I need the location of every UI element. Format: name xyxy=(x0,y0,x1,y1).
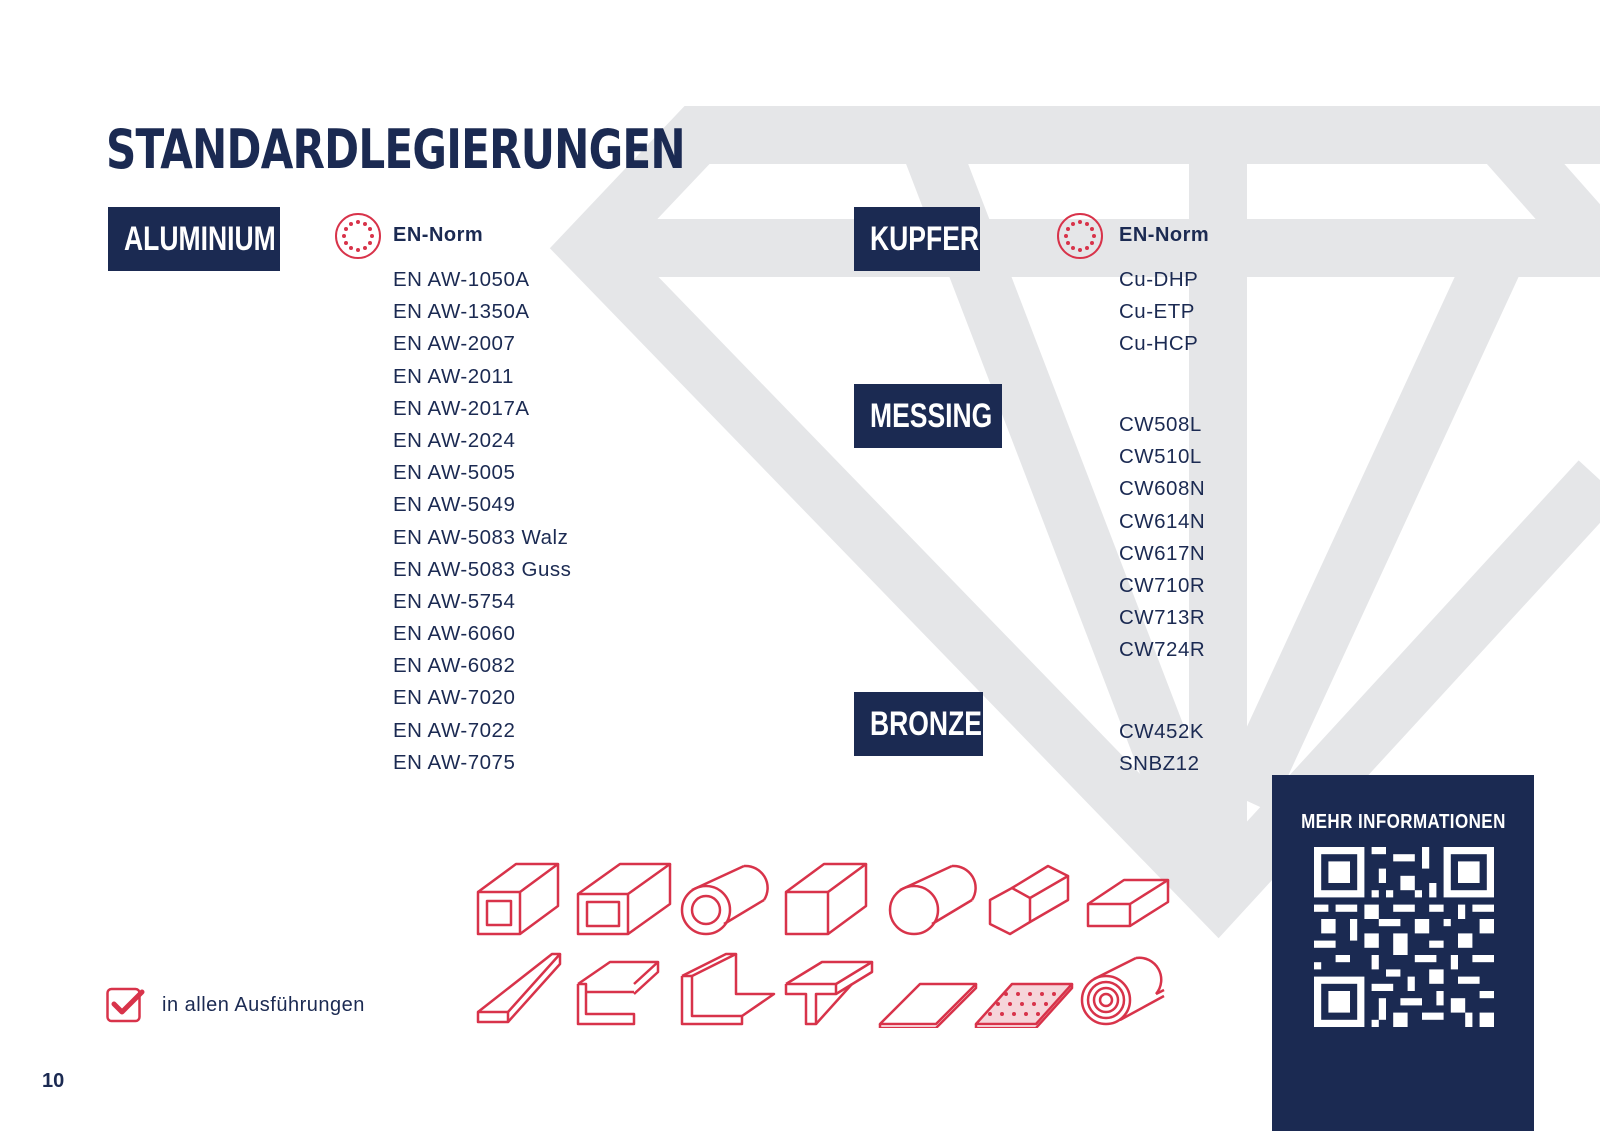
list-item: CW713R xyxy=(1119,606,1206,630)
list-item: Cu-DHP xyxy=(1119,268,1199,291)
list-item: CW724R xyxy=(1119,638,1206,662)
kupfer-norm-label: EN-Norm xyxy=(1119,224,1210,246)
t-profile-icon xyxy=(784,960,874,1026)
eu-stars-icon xyxy=(1057,213,1103,259)
page-number: 10 xyxy=(42,1070,65,1092)
list-item: EN AW-7022 xyxy=(393,718,516,742)
perforated-sheet-icon xyxy=(974,982,1074,1028)
list-item: CW710R xyxy=(1119,573,1206,597)
legend-text: in allen Ausführungen xyxy=(162,994,365,1016)
list-item: CW510L xyxy=(1119,445,1202,469)
list-item: Cu-HCP xyxy=(1119,332,1199,356)
list-item: EN AW-1050A xyxy=(393,268,530,291)
list-item: CW617N xyxy=(1119,541,1206,565)
list-item: CW508L xyxy=(1119,413,1202,436)
bronze-alloy-list: CW452K SNBZ12 xyxy=(1119,716,1204,780)
list-item: EN AW-2024 xyxy=(393,428,516,452)
list-item: EN AW-7020 xyxy=(393,686,516,710)
angle-profile-icon xyxy=(680,952,776,1026)
qr-title-text: MEHR INFORMATIONEN xyxy=(1300,811,1506,833)
list-item: EN AW-5083 Guss xyxy=(393,557,572,581)
square-bar-icon xyxy=(784,862,868,936)
round-bar-icon xyxy=(888,864,977,936)
coil-icon xyxy=(1080,956,1165,1026)
bronze-label-text: BRONZE xyxy=(870,705,982,743)
strip-icon xyxy=(476,952,562,1024)
list-item: Cu-ETP xyxy=(1119,300,1195,324)
list-item: EN AW-1350A xyxy=(393,300,530,324)
list-item: EN AW-5754 xyxy=(393,589,516,613)
profile-icons xyxy=(476,862,1170,1028)
hex-bar-icon xyxy=(988,864,1070,936)
list-item: EN AW-5005 xyxy=(393,461,516,485)
u-channel-icon xyxy=(576,960,660,1026)
messing-label-text: MESSING xyxy=(870,397,993,435)
list-item: EN AW-5083 Walz xyxy=(393,525,569,549)
square-tube-icon xyxy=(476,862,560,936)
list-item: EN AW-6060 xyxy=(393,622,516,646)
aluminium-label-text: ALUMINIUM xyxy=(124,220,276,258)
list-item: EN AW-2007 xyxy=(393,332,516,356)
bronze-label: BRONZE xyxy=(854,692,983,756)
list-item: SNBZ12 xyxy=(1119,752,1200,776)
flat-bar-icon xyxy=(1086,878,1170,928)
page-title: STANDARDLEGIERUNGEN xyxy=(106,118,686,181)
checkbox-checked-icon xyxy=(106,987,145,1023)
kupfer-label-text: KUPFER xyxy=(870,220,980,258)
list-item: EN AW-2011 xyxy=(393,364,514,388)
eu-stars-icon xyxy=(335,213,381,259)
aluminium-alloy-list: EN AW-1050A EN AW-1350A EN AW-2007 EN AW… xyxy=(393,264,571,779)
qr-code-icon[interactable] xyxy=(1314,847,1494,1027)
messing-label: MESSING xyxy=(854,384,1002,448)
list-item: EN AW-7075 xyxy=(393,750,516,774)
aluminium-label: ALUMINIUM xyxy=(108,207,280,271)
sheet-icon xyxy=(878,982,978,1028)
list-item: CW614N xyxy=(1119,509,1206,533)
qr-info-panel: MEHR INFORMATIONEN xyxy=(1272,775,1534,1131)
messing-alloy-list: CW508L CW510L CW608N CW614N CW617N CW710… xyxy=(1119,409,1205,667)
list-item: EN AW-5049 xyxy=(393,493,516,517)
aluminium-norm-label: EN-Norm xyxy=(393,224,484,246)
kupfer-label: KUPFER xyxy=(854,207,980,271)
list-item: EN AW-6082 xyxy=(393,654,516,678)
kupfer-alloy-list: Cu-DHP Cu-ETP Cu-HCP xyxy=(1119,264,1198,361)
rectangular-tube-icon xyxy=(576,862,672,936)
round-tube-icon xyxy=(680,864,769,936)
list-item: CW452K xyxy=(1119,720,1205,743)
qr-title: MEHR INFORMATIONEN xyxy=(1272,811,1534,834)
list-item: CW608N xyxy=(1119,477,1206,501)
list-item: EN AW-2017A xyxy=(393,396,530,420)
